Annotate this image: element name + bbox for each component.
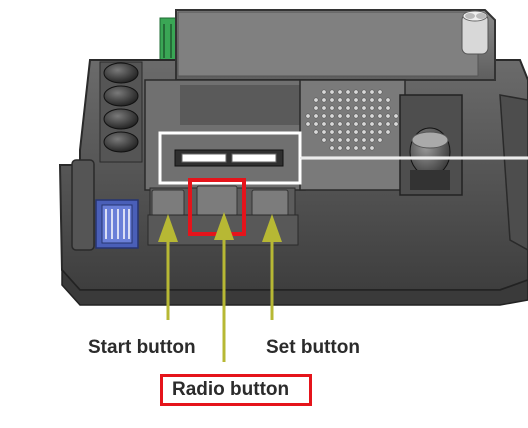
- grille-hole: [321, 137, 327, 143]
- grille-hole: [321, 129, 327, 135]
- led-indicator-callout: [158, 131, 528, 185]
- grille-hole: [329, 121, 335, 127]
- grille-hole: [353, 89, 359, 95]
- grille-hole: [353, 121, 359, 127]
- grille-hole: [321, 97, 327, 103]
- grille-hole: [393, 113, 399, 119]
- grille-hole: [345, 145, 351, 151]
- grille-hole: [329, 113, 335, 119]
- grille-hole: [337, 89, 343, 95]
- radio-arrow-icon: [214, 212, 234, 362]
- grille-hole: [337, 145, 343, 151]
- right-module: [399, 94, 463, 196]
- radio-button-label: Radio button: [172, 379, 290, 400]
- set-button-shape: [251, 189, 289, 217]
- top-lid: [175, 9, 496, 81]
- grille-hole: [377, 97, 383, 103]
- start-arrow-icon: [158, 214, 178, 320]
- grille-hole: [313, 121, 319, 127]
- grille-hole: [345, 121, 351, 127]
- grille-hole: [353, 145, 359, 151]
- grille-hole: [385, 97, 391, 103]
- grille-hole: [321, 121, 327, 127]
- radio-button-shape: [196, 185, 238, 217]
- grille-hole: [369, 97, 375, 103]
- grille-hole: [353, 105, 359, 111]
- grille-hole: [369, 89, 375, 95]
- start-button-label: Start button: [88, 337, 196, 358]
- radio-button-label-box: [160, 374, 312, 406]
- grille-hole: [361, 145, 367, 151]
- grille-hole: [329, 105, 335, 111]
- grille-hole: [329, 97, 335, 103]
- grille-hole: [369, 105, 375, 111]
- grille-hole: [313, 129, 319, 135]
- grille-hole: [337, 121, 343, 127]
- grille-hole: [369, 137, 375, 143]
- speaker-grille: [299, 79, 406, 191]
- grille-hole: [345, 89, 351, 95]
- grille-hole: [353, 137, 359, 143]
- grille-hole: [385, 113, 391, 119]
- grille-hole: [377, 113, 383, 119]
- grille-hole: [321, 105, 327, 111]
- grille-hole: [393, 121, 399, 127]
- dip-switch: [95, 199, 139, 249]
- grille-hole: [329, 145, 335, 151]
- grille-hole: [377, 137, 383, 143]
- grille-hole: [385, 129, 391, 135]
- grille-hole: [313, 105, 319, 111]
- grille-hole: [369, 129, 375, 135]
- grille-hole: [345, 113, 351, 119]
- grille-hole: [321, 113, 327, 119]
- grille-hole: [377, 105, 383, 111]
- set-button-label: Set button: [266, 337, 360, 358]
- grille-hole: [361, 129, 367, 135]
- grille-hole: [345, 97, 351, 103]
- grille-hole: [361, 89, 367, 95]
- knob-column: [99, 61, 143, 163]
- center-panel: [144, 79, 306, 191]
- grille-hole: [369, 113, 375, 119]
- capacitor-posts: [461, 10, 489, 55]
- grille-hole: [345, 129, 351, 135]
- grille-hole: [377, 121, 383, 127]
- grille-hole: [369, 145, 375, 151]
- grille-hole: [345, 105, 351, 111]
- grille-hole: [329, 129, 335, 135]
- grille-hole: [353, 113, 359, 119]
- grille-hole: [337, 129, 343, 135]
- grille-hole: [377, 89, 383, 95]
- grille-hole: [385, 121, 391, 127]
- grille-hole: [313, 113, 319, 119]
- grille-hole: [313, 97, 319, 103]
- grille-hole: [345, 137, 351, 143]
- grille-hole: [361, 105, 367, 111]
- grille-hole: [305, 121, 311, 127]
- grille-hole: [337, 105, 343, 111]
- grille-hole: [353, 97, 359, 103]
- grille-hole: [361, 97, 367, 103]
- grille-hole: [361, 137, 367, 143]
- grille-hole: [329, 89, 335, 95]
- grille-hole: [329, 137, 335, 143]
- grille-hole: [321, 89, 327, 95]
- grille-hole: [385, 105, 391, 111]
- set-arrow-icon: [262, 214, 282, 320]
- grille-hole: [337, 137, 343, 143]
- grille-hole: [337, 113, 343, 119]
- grille-hole: [361, 113, 367, 119]
- grille-hole: [361, 121, 367, 127]
- grille-hole: [337, 97, 343, 103]
- start-button-shape: [151, 189, 185, 217]
- grille-hole: [305, 113, 311, 119]
- grille-hole: [369, 121, 375, 127]
- grille-hole: [353, 129, 359, 135]
- grille-hole: [377, 129, 383, 135]
